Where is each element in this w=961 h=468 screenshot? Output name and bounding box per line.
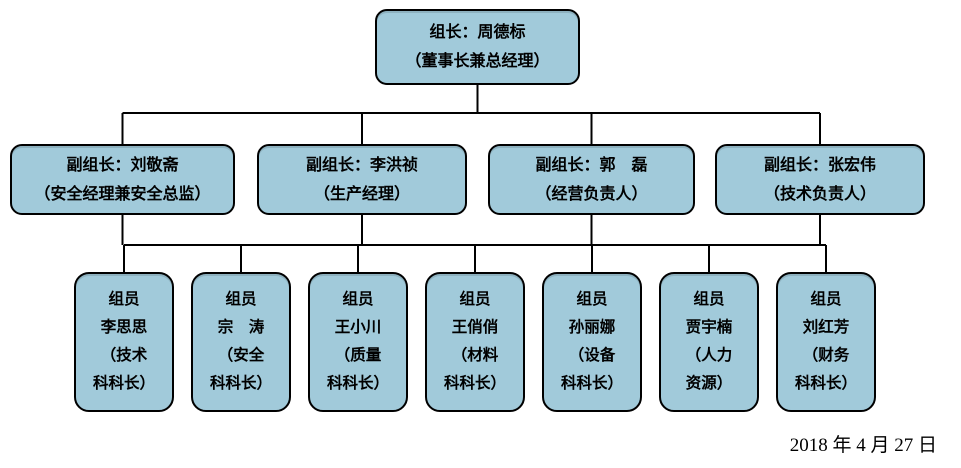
node-deputy-2: 副组长：李洪祯 （生产经理） bbox=[257, 144, 467, 215]
member-dept-line1: （人力 bbox=[685, 347, 733, 364]
leader-subtitle: （董事长兼总经理） bbox=[405, 53, 550, 70]
node-deputy-4: 副组长：张宏伟 （技术负责人） bbox=[715, 144, 925, 215]
node-member-2: 组员 宗 涛 （安全 科科长） bbox=[191, 272, 291, 412]
member-dept-line2: 科科长） bbox=[209, 375, 272, 392]
member-role: 组员 bbox=[693, 291, 725, 308]
member-dept-line2: 科科长） bbox=[794, 375, 857, 392]
node-member-5: 组员 孙丽娜 （设备 科科长） bbox=[542, 272, 642, 412]
member-role: 组员 bbox=[459, 291, 491, 308]
member-name: 刘红芳 bbox=[802, 319, 850, 336]
member-name: 李思思 bbox=[100, 319, 148, 336]
node-member-3: 组员 王小川 （质量 科科长） bbox=[308, 272, 408, 412]
date-stamp: 2018 年 4 月 27 日 bbox=[789, 435, 937, 456]
member-dept-line2: 资源） bbox=[685, 375, 733, 392]
member-role: 组员 bbox=[225, 291, 257, 308]
member-dept-line1: （安全 bbox=[217, 347, 265, 364]
member-dept-line1: （设备 bbox=[568, 347, 616, 364]
member-dept-line2: 科科长） bbox=[92, 375, 155, 392]
member-role: 组员 bbox=[810, 291, 842, 308]
deputy-title: 副组长：郭 磊 bbox=[535, 156, 648, 174]
node-member-1: 组员 李思思 （技术 科科长） bbox=[74, 272, 174, 412]
member-dept-line2: 科科长） bbox=[326, 375, 389, 392]
member-dept-line2: 科科长） bbox=[560, 375, 623, 392]
member-dept-line1: （技术 bbox=[100, 347, 148, 364]
member-dept-line1: （财务 bbox=[802, 347, 850, 364]
member-name: 王俏俏 bbox=[451, 319, 499, 336]
member-name: 宗 涛 bbox=[217, 319, 265, 336]
member-role: 组员 bbox=[108, 291, 140, 308]
deputy-title: 副组长：李洪祯 bbox=[305, 156, 418, 174]
deputy-title: 副组长：张宏伟 bbox=[763, 156, 876, 174]
member-role: 组员 bbox=[576, 291, 608, 308]
member-dept-line1: （材料 bbox=[451, 347, 499, 364]
deputy-subtitle: （安全经理兼安全总监） bbox=[34, 185, 211, 203]
node-deputy-1: 副组长：刘敬斋 （安全经理兼安全总监） bbox=[10, 144, 235, 215]
member-name: 孙丽娜 bbox=[568, 319, 616, 336]
deputy-subtitle: （生产经理） bbox=[313, 185, 410, 203]
node-leader: 组长：周德标 （董事长兼总经理） bbox=[375, 9, 580, 85]
leader-title: 组长：周德标 bbox=[429, 24, 526, 41]
member-name: 贾宇楠 bbox=[685, 319, 733, 336]
deputy-title: 副组长：刘敬斋 bbox=[66, 156, 179, 174]
member-role: 组员 bbox=[342, 291, 374, 308]
member-dept-line1: （质量 bbox=[334, 347, 382, 364]
node-member-7: 组员 刘红芳 （财务 科科长） bbox=[776, 272, 876, 412]
member-dept-line2: 科科长） bbox=[443, 375, 506, 392]
deputy-subtitle: （经营负责人） bbox=[535, 185, 648, 203]
node-member-6: 组员 贾宇楠 （人力 资源） bbox=[659, 272, 759, 412]
deputy-subtitle: （技术负责人） bbox=[763, 185, 876, 203]
member-name: 王小川 bbox=[334, 319, 382, 336]
node-deputy-3: 副组长：郭 磊 （经营负责人） bbox=[488, 144, 695, 215]
node-member-4: 组员 王俏俏 （材料 科科长） bbox=[425, 272, 525, 412]
